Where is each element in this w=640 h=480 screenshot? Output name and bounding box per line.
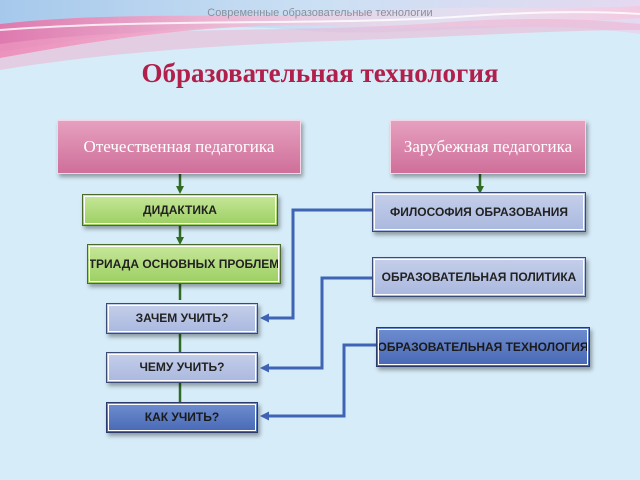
heading-domestic-pedagogy: Отечественная педагогика	[57, 120, 301, 174]
connector-technology-to-how	[260, 343, 376, 421]
box-how-to-teach: КАК УЧИТЬ?	[106, 402, 258, 433]
connector-policy-to-what	[260, 276, 372, 373]
technology-label: ОБРАЗОВАТЕЛЬНАЯ ТЕХНОЛОГИЯ	[377, 339, 589, 354]
decorative-swoosh	[0, 0, 640, 71]
what-to-teach-label: ЧЕМУ УЧИТЬ?	[139, 360, 225, 375]
why-teach-label: ЗАЧЕМ УЧИТЬ?	[135, 311, 229, 326]
how-to-teach-label: КАК УЧИТЬ?	[144, 410, 220, 425]
header-band: Современные образовательные технологии	[0, 0, 640, 90]
heading-foreign-pedagogy: Зарубежная педагогика	[390, 120, 586, 174]
slide-title: Образовательная технология	[141, 58, 499, 88]
box-philosophy-of-education: ФИЛОСОФИЯ ОБРАЗОВАНИЯ	[372, 192, 586, 232]
heading-domestic-label: Отечественная педагогика	[83, 136, 275, 156]
policy-label: ОБРАЗОВАТЕЛЬНАЯ ПОЛИТИКА	[381, 269, 577, 284]
triad-label: ТРИАДА ОСНОВНЫХ ПРОБЛЕМ	[88, 256, 280, 271]
box-didactics: ДИДАКТИКА	[82, 194, 278, 226]
didactics-label: ДИДАКТИКА	[143, 202, 217, 217]
box-triad: ТРИАДА ОСНОВНЫХ ПРОБЛЕМ	[87, 244, 281, 284]
box-what-to-teach: ЧЕМУ УЧИТЬ?	[106, 352, 258, 383]
presentation-subtitle: Современные образовательные технологии	[207, 7, 433, 19]
philosophy-label: ФИЛОСОФИЯ ОБРАЗОВАНИЯ	[389, 204, 569, 219]
box-education-technology: ОБРАЗОВАТЕЛЬНАЯ ТЕХНОЛОГИЯ	[376, 327, 590, 367]
box-why-teach: ЗАЧЕМ УЧИТЬ?	[106, 303, 258, 334]
box-education-policy: ОБРАЗОВАТЕЛЬНАЯ ПОЛИТИКА	[372, 257, 586, 297]
heading-foreign-label: Зарубежная педагогика	[403, 136, 573, 156]
connector-philosophy-to-why	[260, 208, 372, 323]
